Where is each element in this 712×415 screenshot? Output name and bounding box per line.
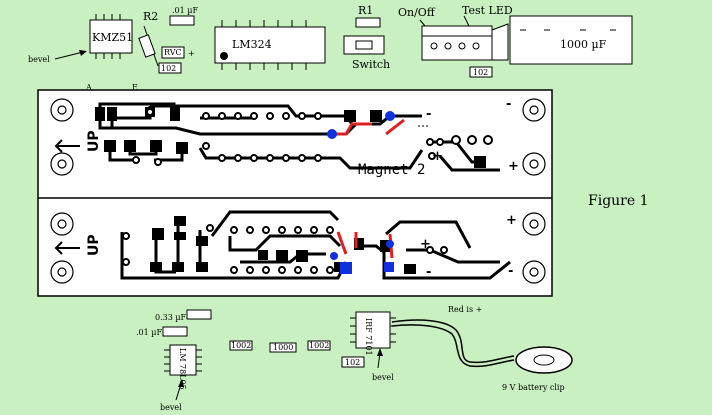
rvc-trimmer: RVC + 102 [158, 46, 195, 74]
bevel-bottom-label: bevel [160, 403, 182, 412]
bevel-label-top: bevel [28, 55, 50, 64]
sign-minus-1: - [426, 107, 431, 122]
lm7805-label: LM 78L05 [178, 348, 187, 390]
lm324-chip: LM324 [214, 20, 326, 70]
r2-label: R2 [143, 10, 158, 23]
bevel-irf-label: bevel [372, 373, 394, 382]
kmz51-label: KMZ51 [92, 31, 133, 44]
bottom-holes [122, 224, 448, 274]
res-102-b: 102 [469, 66, 493, 78]
lm324-label: LM324 [232, 38, 272, 51]
sign-plus-2: + [432, 149, 443, 164]
res-1002-b-label: 1002 [309, 341, 329, 350]
kmz51-sensor: KMZ51 [89, 14, 133, 59]
rvc-plus: + [188, 49, 195, 58]
res-1002-b: 1002 [307, 340, 331, 351]
cap-top-label: .01 µF [172, 6, 198, 15]
sign-plus-4: + [506, 213, 517, 228]
res-102-a-label: 102 [161, 64, 176, 73]
up-label-top: UP [86, 130, 102, 152]
res-102-c: 102 [341, 356, 365, 368]
res-1000: 1000 [269, 342, 297, 353]
switch-label: Switch [352, 58, 390, 71]
cap-033-label: 0.33 µF [155, 313, 187, 322]
bottom-blue-pads [330, 240, 394, 274]
res-1002-a: 1002 [229, 340, 253, 351]
figure-caption: Figure 1 [588, 193, 649, 209]
top-holes [132, 108, 493, 166]
res-1002-a-label: 1002 [231, 341, 251, 350]
cap-1000-label: 1000 µF [560, 38, 607, 51]
up-arrow-top: UP [54, 130, 102, 153]
irf-label: IRF 7101 [364, 318, 373, 356]
test-led-label: Test LED [462, 4, 513, 17]
cap-top: .01 µF [169, 6, 198, 26]
switch-component: Switch [343, 35, 390, 71]
res-102-c-label: 102 [345, 358, 360, 367]
resistor-r2: R2 [138, 10, 159, 67]
res-102-b-label: 102 [473, 68, 488, 77]
onoff-test-led: On/Off Test LED [398, 4, 513, 61]
ref-e: E [132, 83, 138, 92]
sign-plus-3: + [420, 237, 431, 252]
sign-minus-4: - [508, 264, 513, 279]
res-1000-label: 1000 [273, 343, 293, 352]
mounting-holes [50, 98, 546, 284]
lm7805-regulator: LM 78L05 [164, 344, 202, 390]
magnet-label: Magnet 2 [358, 162, 425, 178]
cap-033uf: 0.33 µF [155, 309, 212, 322]
resistor-r1: R1 [355, 4, 381, 28]
sign-minus-2: - [506, 97, 511, 112]
r1-label: R1 [358, 4, 373, 17]
top-blue-pads [327, 111, 395, 139]
top-red-jumpers [336, 118, 405, 136]
sign-minus-3: - [426, 265, 431, 280]
up-label-bottom: UP [86, 234, 102, 256]
bevel-arrow-top [54, 51, 84, 60]
rvc-label: RVC [164, 48, 182, 57]
cap-01-b-label: .01 µF [136, 328, 162, 337]
up-arrow-bottom: UP [54, 234, 102, 256]
cap-1000uf: 1000 µF [509, 15, 633, 65]
sign-plus-1: + [508, 159, 519, 174]
cap-01-bottom: .01 µF [136, 326, 188, 337]
red-is-label: Red is + [448, 305, 482, 314]
irf7101-mosfet: IRF 7101 [350, 311, 396, 356]
battery-clip: Red is + 9 V battery clip [391, 305, 573, 392]
onoff-label: On/Off [398, 6, 436, 19]
battery-label: 9 V battery clip [502, 383, 565, 392]
ref-a: A [85, 83, 92, 92]
